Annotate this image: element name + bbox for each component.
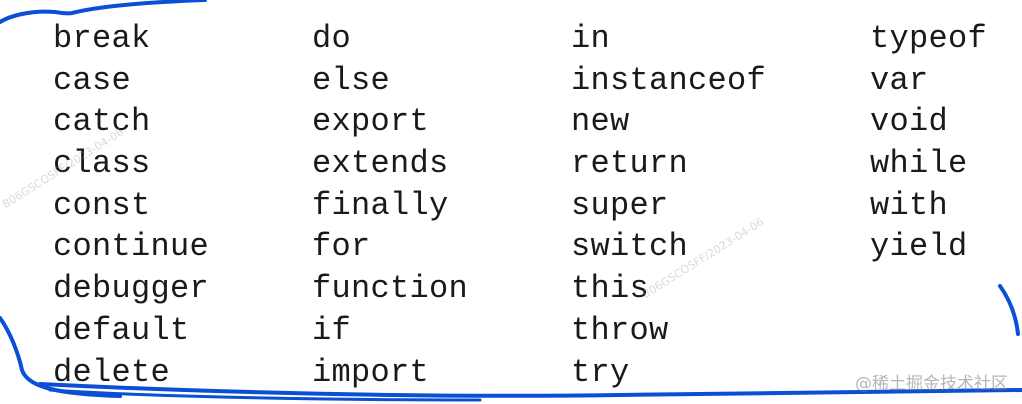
keyword-with: with bbox=[870, 186, 949, 224]
keyword-function: function bbox=[312, 270, 469, 308]
keyword-while: while bbox=[870, 145, 968, 183]
keyword-yield: yield bbox=[870, 228, 968, 266]
keyword-if: if bbox=[312, 311, 352, 349]
keyword-catch: catch bbox=[53, 103, 151, 141]
keyword-typeof: typeof bbox=[870, 20, 988, 57]
keyword-return: return bbox=[571, 145, 689, 183]
keyword-break: break bbox=[53, 20, 151, 57]
keyword-void: void bbox=[870, 103, 949, 141]
keyword-default: default bbox=[53, 311, 190, 349]
keyword-in: in bbox=[571, 20, 611, 57]
keyword-instanceof: instanceof bbox=[571, 61, 767, 99]
keyword-import: import bbox=[312, 353, 430, 391]
site-watermark: @稀土掘金技术社区 bbox=[855, 374, 1008, 394]
keyword-debugger: debugger bbox=[53, 270, 210, 308]
keyword-else: else bbox=[312, 61, 391, 99]
keyword-super: super bbox=[571, 186, 669, 224]
keyword-throw: throw bbox=[571, 311, 669, 349]
keyword-switch: switch bbox=[571, 228, 689, 266]
keyword-delete: delete bbox=[53, 353, 171, 391]
keyword-var: var bbox=[870, 61, 929, 99]
keyword-class: class bbox=[53, 145, 151, 183]
keyword-do: do bbox=[312, 20, 352, 57]
keyword-finally: finally bbox=[312, 186, 449, 224]
keyword-for: for bbox=[312, 228, 371, 266]
keyword-case: case bbox=[53, 61, 132, 99]
keyword-continue: continue bbox=[53, 228, 210, 266]
keyword-const: const bbox=[53, 186, 151, 224]
keyword-export: export bbox=[312, 103, 430, 141]
keyword-try: try bbox=[571, 353, 630, 391]
keyword-this: this bbox=[571, 270, 650, 308]
keyword-new: new bbox=[571, 103, 630, 141]
keyword-extends: extends bbox=[312, 145, 449, 183]
